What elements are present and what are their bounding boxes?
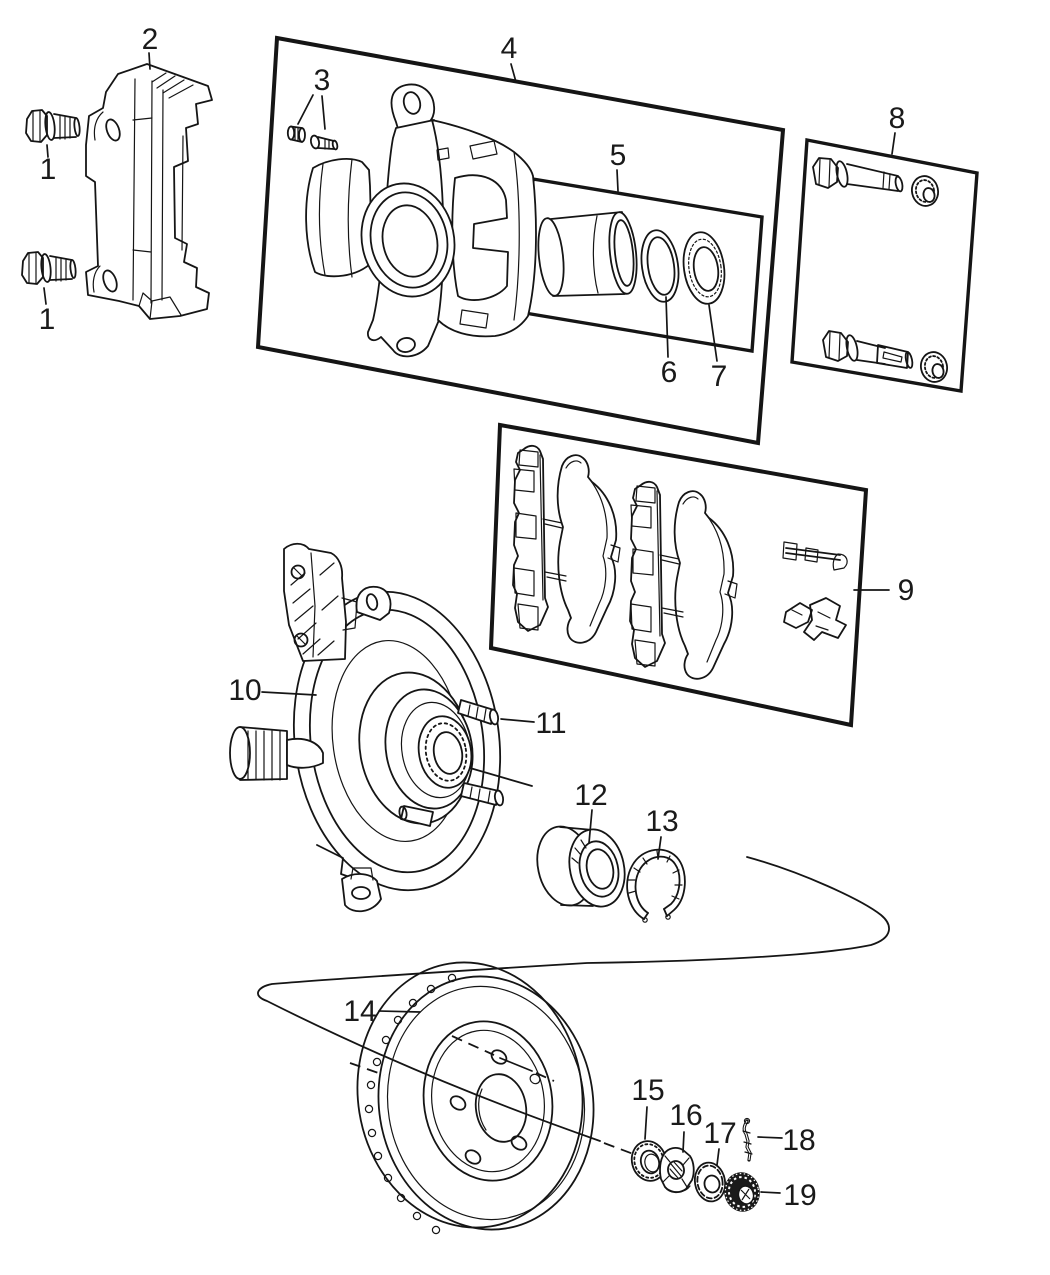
callout-leader-lines xyxy=(43,52,896,1194)
bleeder-screw-and-cap xyxy=(286,125,339,151)
piston-boot xyxy=(682,231,726,305)
pin-bushing-lower xyxy=(920,351,948,383)
pin-bushing-upper xyxy=(911,175,939,207)
pad-hardware-clips xyxy=(782,541,848,641)
brake-rotor xyxy=(356,961,595,1235)
brake-pads xyxy=(512,444,848,680)
callout-13: 13 xyxy=(645,805,679,838)
callout-16: 16 xyxy=(669,1099,703,1132)
piston-seal-boot xyxy=(537,211,726,305)
callout-10: 10 xyxy=(228,674,262,707)
callout-19: 19 xyxy=(783,1179,817,1212)
rotor-center-bore xyxy=(474,1073,528,1143)
hub-assembly xyxy=(358,671,533,827)
alignment-dashes xyxy=(349,1035,637,1156)
wheel-bearing xyxy=(536,825,626,908)
guide-pins xyxy=(812,157,948,383)
caliper-adapter-bracket xyxy=(85,63,213,320)
callout-1-lower: 1 xyxy=(38,303,56,336)
callout-8: 8 xyxy=(888,102,906,135)
callout-9: 9 xyxy=(897,574,915,607)
callout-18: 18 xyxy=(782,1124,816,1157)
callout-15: 15 xyxy=(631,1074,665,1107)
callout-4: 4 xyxy=(500,32,518,65)
mounting-bolts xyxy=(21,109,81,285)
nut-retainer xyxy=(693,1161,727,1203)
grease-cap xyxy=(724,1172,760,1212)
assembly-flow-lines xyxy=(257,856,890,1142)
callout-17: 17 xyxy=(703,1117,737,1150)
callout-2: 2 xyxy=(141,23,159,56)
callout-7: 7 xyxy=(710,360,728,393)
callout-6: 6 xyxy=(660,356,678,389)
callout-5: 5 xyxy=(609,139,627,172)
caliper-lower-ear-hole xyxy=(396,337,416,353)
kit-box-caliper xyxy=(255,35,786,446)
rotor-bolt-holes xyxy=(449,1049,541,1165)
piston-seal xyxy=(640,229,680,303)
kit-box-guide-pins xyxy=(790,137,979,393)
pad-backing-plate xyxy=(556,454,618,644)
kit-boxes xyxy=(255,35,979,728)
caliper-piston-housing xyxy=(305,157,373,278)
callout-14: 14 xyxy=(343,995,377,1028)
callout-3: 3 xyxy=(313,64,331,97)
callout-1-upper: 1 xyxy=(39,153,57,186)
rotor-vent-holes xyxy=(364,973,457,1235)
callout-11: 11 xyxy=(535,707,567,740)
spindle-nut xyxy=(659,1147,695,1194)
brake-caliper xyxy=(305,83,537,358)
callout-12: 12 xyxy=(574,779,608,812)
ball-joint xyxy=(341,873,382,913)
kit-box-brake-pads xyxy=(488,422,869,728)
snap-ring xyxy=(626,848,686,923)
cotter-pin xyxy=(742,1117,753,1162)
